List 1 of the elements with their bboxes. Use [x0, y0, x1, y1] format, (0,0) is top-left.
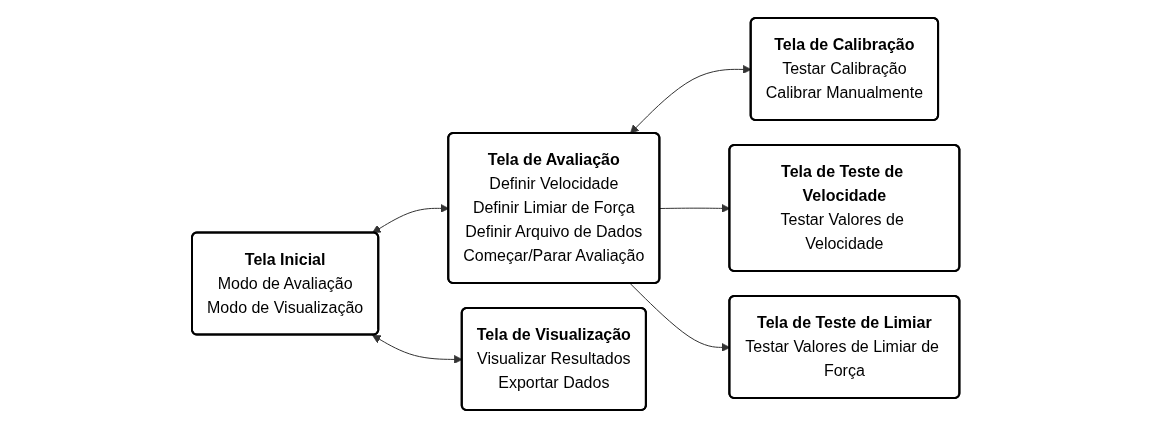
arrow [372, 334, 463, 364]
